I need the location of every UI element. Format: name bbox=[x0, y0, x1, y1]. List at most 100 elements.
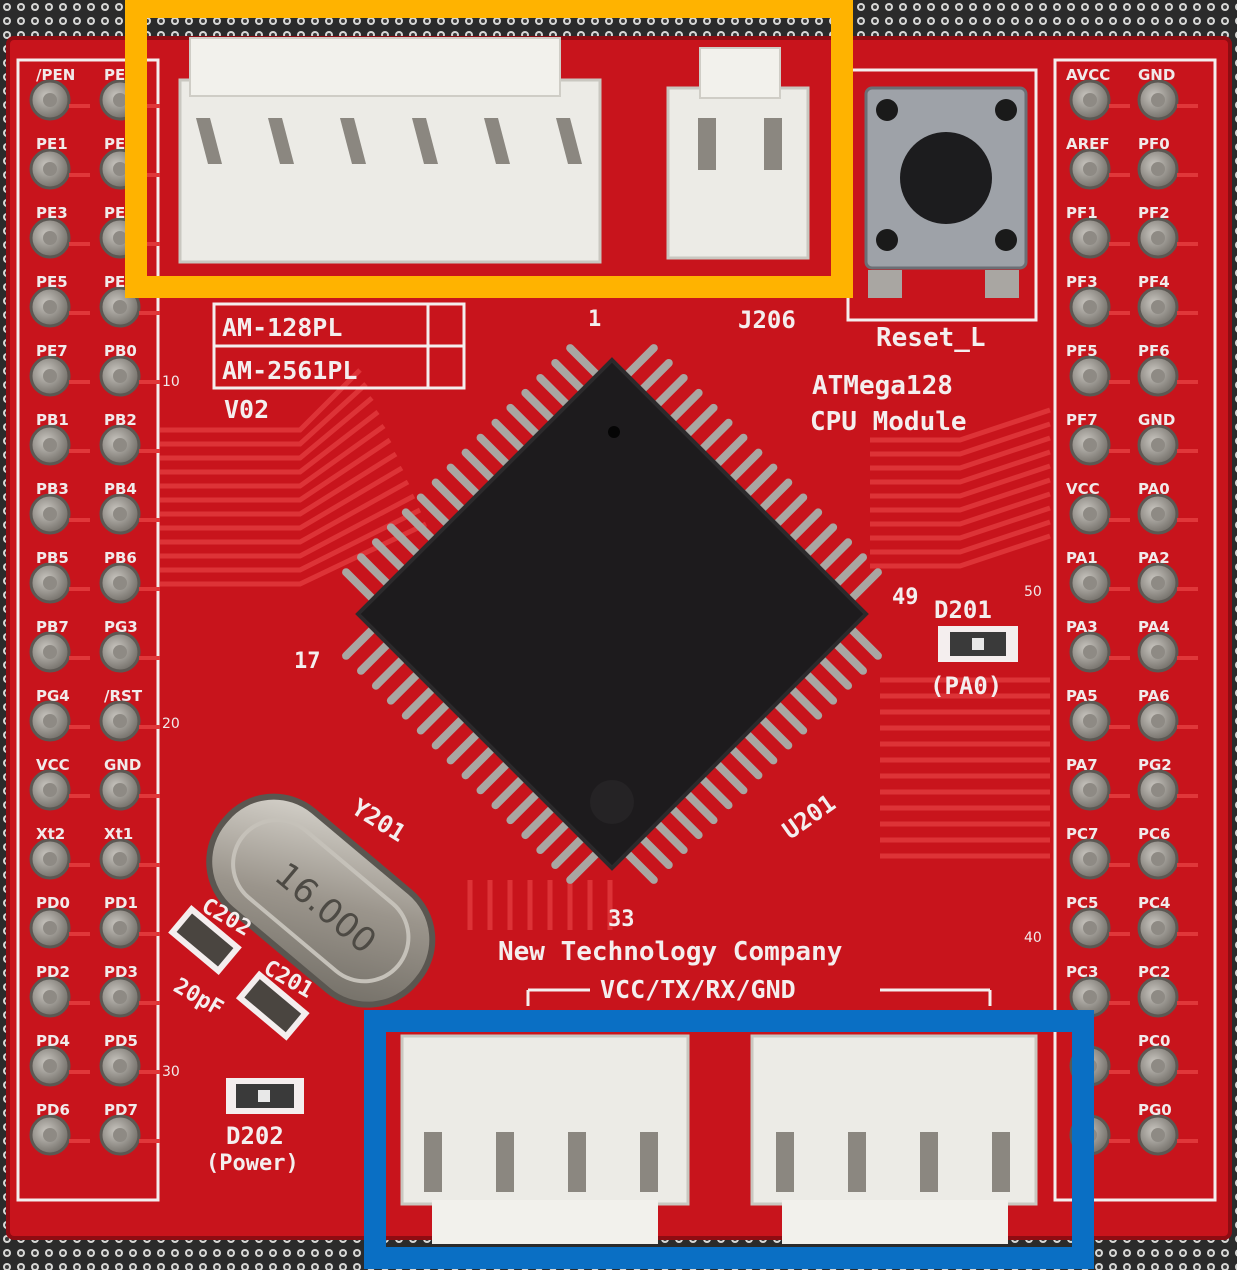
left-header-pin-label: PE bbox=[104, 204, 125, 222]
right-header-pin-label: VCC bbox=[1066, 480, 1100, 498]
right-header-pin-label: PF2 bbox=[1138, 204, 1170, 222]
left-header-pin-label: /RST bbox=[104, 687, 143, 705]
reset-label: Reset_L bbox=[876, 323, 986, 353]
right-header-pin-label: GND bbox=[1138, 66, 1175, 84]
reset-button[interactable] bbox=[846, 68, 1038, 322]
d202-power-label: (Power) bbox=[206, 1151, 299, 1176]
right-header-outline bbox=[1053, 58, 1217, 1202]
right-header-pin-label: PC3 bbox=[1066, 963, 1098, 981]
left-header-pin-label: PE bbox=[104, 273, 125, 291]
pin-number-20: 20 bbox=[162, 716, 180, 732]
right-header-pin-label: PA7 bbox=[1066, 756, 1098, 774]
cap-c201 bbox=[235, 970, 310, 1041]
pin-number-40: 40 bbox=[1024, 930, 1042, 946]
right-header-pin-label: PF1 bbox=[1066, 204, 1098, 222]
right-header-pin-label: PF3 bbox=[1066, 273, 1098, 291]
right-header-pin-label: PC2 bbox=[1138, 963, 1170, 981]
highlight-bottom-connectors bbox=[364, 1010, 1094, 1269]
title-line-2: CPU Module bbox=[810, 407, 967, 437]
right-header-pin-label: PF6 bbox=[1138, 342, 1170, 360]
right-header-pin-label: PC0 bbox=[1138, 1032, 1170, 1050]
left-header-pin-label: /PEN bbox=[36, 66, 75, 84]
led-d202 bbox=[226, 1078, 304, 1114]
left-header-outline bbox=[16, 58, 160, 1202]
right-header-pin-label: PF7 bbox=[1066, 411, 1098, 429]
right-header-pin-label: PA6 bbox=[1138, 687, 1170, 705]
left-header-pin-label: PD1 bbox=[104, 894, 138, 912]
left-header-pin-label: PD3 bbox=[104, 963, 138, 981]
left-header-pin-label: PB2 bbox=[104, 411, 137, 429]
left-header-pin-label: PE bbox=[104, 135, 125, 153]
right-header-pin-label: AREF bbox=[1066, 135, 1110, 153]
highlight-top-connectors bbox=[125, 0, 853, 298]
right-header-pin-label: PC4 bbox=[1138, 894, 1170, 912]
left-header-pin-label: PD0 bbox=[36, 894, 70, 912]
chip-pin-49-label: 49 bbox=[892, 585, 919, 610]
left-header-pin-label: PG4 bbox=[36, 687, 70, 705]
left-header-pin-label: PG3 bbox=[104, 618, 138, 636]
left-header-pin-label: PD6 bbox=[36, 1101, 70, 1119]
left-header-pin-label: PE7 bbox=[36, 342, 68, 360]
uart-connector-2 bbox=[750, 1034, 1038, 1244]
right-header-pin-label: PC7 bbox=[1066, 825, 1098, 843]
chip-pin-1-label: 1 bbox=[588, 307, 601, 332]
left-header-pin-label: PE3 bbox=[36, 204, 68, 222]
right-header-pin-label: PF4 bbox=[1138, 273, 1170, 291]
company-label: New Technology Company bbox=[498, 937, 842, 967]
right-header-pin-label: PF0 bbox=[1138, 135, 1170, 153]
right-header-pin-label: PC6 bbox=[1138, 825, 1170, 843]
left-header-pin-label: PD5 bbox=[104, 1032, 138, 1050]
model-am2561pl: AM-2561PL bbox=[222, 356, 357, 385]
connector-6pin bbox=[178, 37, 602, 264]
chip-pin-33-label: 33 bbox=[608, 907, 635, 932]
left-header-pin-label: PB7 bbox=[36, 618, 69, 636]
right-header-pin-label: PG2 bbox=[1138, 756, 1172, 774]
uart-label: VCC/TX/RX/GND bbox=[600, 975, 796, 1004]
cap-c202 bbox=[168, 904, 242, 976]
right-header-pin-label: PA5 bbox=[1066, 687, 1098, 705]
pin-number-30: 30 bbox=[162, 1064, 180, 1080]
d201-pa0-label: (PA0) bbox=[930, 672, 1002, 700]
right-header-pin-label: PG0 bbox=[1138, 1101, 1172, 1119]
left-header-pin-label: PE5 bbox=[36, 273, 68, 291]
crystal-y201: 16.000 bbox=[206, 793, 436, 1008]
right-header-pin-label: PA2 bbox=[1138, 549, 1170, 567]
left-header-pin-label: PB6 bbox=[104, 549, 137, 567]
left-header-pin-label: Xt2 bbox=[36, 825, 65, 843]
pin-number-50: 50 bbox=[1024, 584, 1042, 600]
right-header-pin-label: AVCC bbox=[1066, 66, 1110, 84]
right-header-pin-label: PA0 bbox=[1138, 480, 1170, 498]
left-header-pin-label: PD4 bbox=[36, 1032, 70, 1050]
d202-label: D202 bbox=[226, 1122, 284, 1150]
model-am128pl: AM-128PL bbox=[222, 313, 342, 342]
d201-label: D201 bbox=[934, 596, 992, 624]
left-header-pin-label: PB0 bbox=[104, 342, 137, 360]
connector-2pin bbox=[666, 47, 810, 260]
right-header-pin-label: PA4 bbox=[1138, 618, 1170, 636]
j206-label: J206 bbox=[738, 306, 796, 334]
chip-pin-17-label: 17 bbox=[294, 649, 321, 674]
left-header-pin-label: PB1 bbox=[36, 411, 69, 429]
right-header-pin-label: PA1 bbox=[1066, 549, 1098, 567]
left-header-pin-label: GND bbox=[104, 756, 141, 774]
title-line-1: ATMega128 bbox=[812, 371, 953, 401]
right-header-pin-label: PF5 bbox=[1066, 342, 1098, 360]
pin-number-10: 10 bbox=[162, 374, 180, 390]
left-header-pin-label: PD7 bbox=[104, 1101, 138, 1119]
left-header-pin-label: PE bbox=[104, 66, 125, 84]
left-header-pin-label: PD2 bbox=[36, 963, 70, 981]
left-header-pin-label: Xt1 bbox=[104, 825, 133, 843]
version-label: V02 bbox=[224, 395, 269, 424]
uart-connector-1 bbox=[400, 1034, 690, 1244]
left-header-pin-label: PB3 bbox=[36, 480, 69, 498]
led-d201 bbox=[938, 626, 1018, 662]
right-header-pin-label: PA3 bbox=[1066, 618, 1098, 636]
left-header-pin-label: PB4 bbox=[104, 480, 137, 498]
left-header-pin-label: VCC bbox=[36, 756, 70, 774]
atmega128-chip bbox=[342, 344, 882, 884]
right-header-pin-label: GND bbox=[1138, 411, 1175, 429]
pcb-traces bbox=[160, 368, 1051, 930]
